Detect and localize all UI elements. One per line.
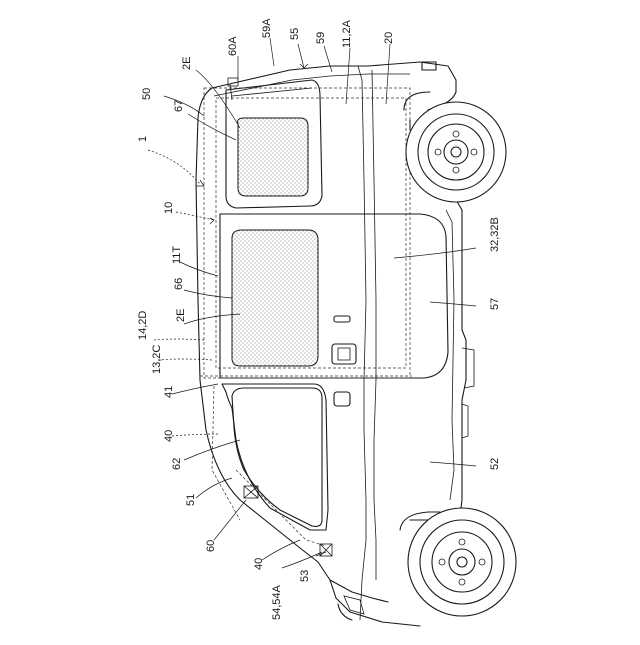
rear-quarter-glass (238, 118, 308, 196)
front-wheel (400, 508, 516, 616)
label-11-2A: 11,2A (341, 19, 353, 48)
label-60A: 60A (227, 36, 239, 56)
label-55: 55 (289, 28, 301, 40)
label-53: 53 (299, 570, 311, 582)
label-54-54A: 54,54A (271, 584, 283, 620)
label-67: 67 (173, 100, 185, 112)
label-57: 57 (489, 298, 501, 310)
label-40-lower: 40 (253, 558, 265, 570)
label-41: 41 (163, 386, 175, 398)
label-59: 59 (315, 32, 327, 44)
label-59A: 59A (261, 18, 273, 38)
label-50: 50 (141, 88, 153, 100)
sliding-door-glass (232, 230, 318, 366)
door-handles (332, 316, 356, 406)
rear-wheel (404, 92, 506, 202)
label-2E-mid: 2E (175, 309, 187, 322)
label-13-2C: 13,2C (151, 345, 163, 374)
label-2E-top: 2E (181, 57, 193, 70)
front-door (222, 384, 328, 530)
label-1: 1 (137, 136, 149, 142)
label-10: 10 (163, 202, 175, 214)
label-20: 20 (383, 32, 395, 44)
front-door-glass (232, 388, 322, 526)
label-62: 62 (171, 458, 183, 470)
label-11T: 11T (171, 246, 183, 264)
label-66: 66 (173, 278, 185, 290)
label-52: 52 (489, 458, 501, 470)
label-51: 51 (185, 494, 197, 506)
label-60: 60 (205, 540, 217, 552)
label-14-2D: 14,2D (137, 311, 149, 340)
label-32-32B: 32,32B (489, 217, 501, 252)
label-40-upper: 40 (163, 430, 175, 442)
